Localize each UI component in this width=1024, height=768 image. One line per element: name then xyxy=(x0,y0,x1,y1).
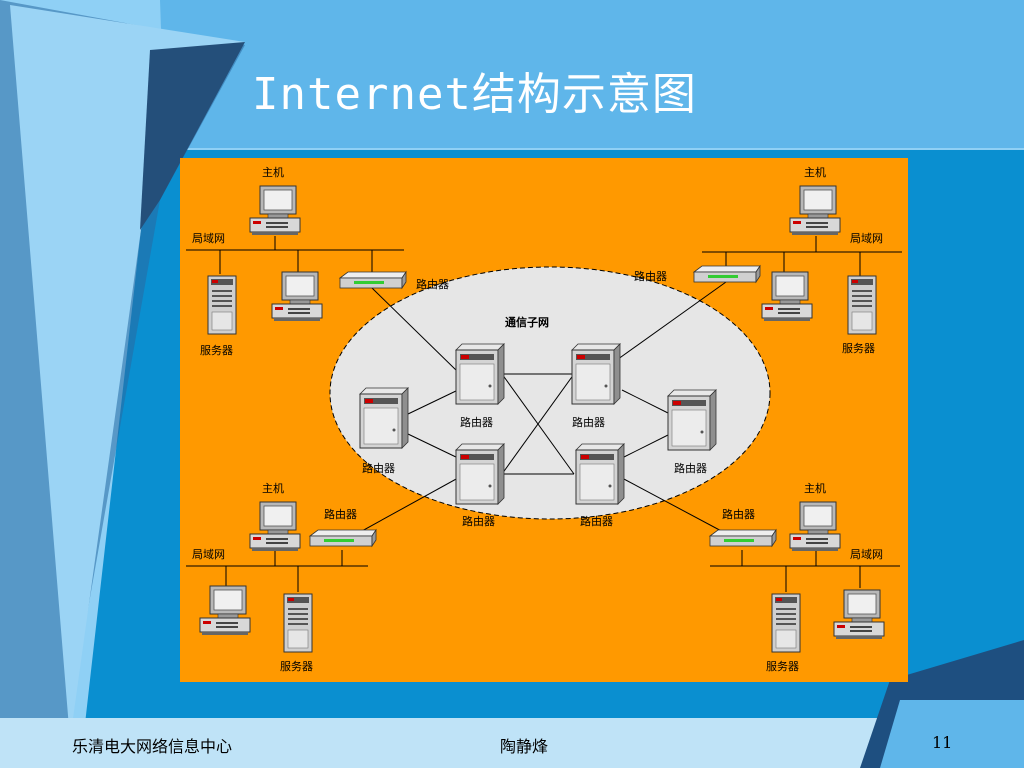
lan-label: 局域网 xyxy=(850,548,883,561)
router-label: 路由器 xyxy=(722,507,755,521)
host-label: 主机 xyxy=(262,165,284,179)
server-icon xyxy=(847,275,877,335)
lan-router-icon xyxy=(709,529,777,547)
subnet-label: 通信子网 xyxy=(505,315,549,329)
lan-label: 局域网 xyxy=(192,232,225,245)
router-label: 路由器 xyxy=(460,415,493,429)
connection-lines xyxy=(186,236,902,592)
host-label: 主机 xyxy=(262,481,284,495)
core-router-icon xyxy=(575,443,625,505)
lan-router-icon xyxy=(693,265,761,283)
footer-organization: 乐清电大网络信息中心 xyxy=(72,737,233,756)
communication-subnet xyxy=(329,266,771,520)
server-label: 服务器 xyxy=(766,660,799,673)
core-router-icon xyxy=(455,343,505,405)
server-label: 服务器 xyxy=(842,342,875,355)
lan-router-icon xyxy=(309,529,377,547)
router-label: 路由器 xyxy=(580,514,613,528)
router-label: 路由器 xyxy=(572,415,605,429)
lan-label: 局域网 xyxy=(192,548,225,561)
router-label: 路由器 xyxy=(324,507,357,521)
host-label: 主机 xyxy=(804,481,826,495)
server-icon xyxy=(283,593,313,653)
server-label: 服务器 xyxy=(200,344,233,357)
core-router-icon xyxy=(359,387,409,449)
router-label: 路由器 xyxy=(462,514,495,528)
slide-title: Internet结构示意图 xyxy=(252,69,697,120)
footer-author: 陶静烽 xyxy=(500,737,549,756)
lan-label: 局域网 xyxy=(850,232,883,245)
server-icon xyxy=(207,275,237,335)
host-label: 主机 xyxy=(804,165,826,179)
core-router-icon xyxy=(455,443,505,505)
server-label: 服务器 xyxy=(280,660,313,673)
router-label: 路由器 xyxy=(416,277,449,291)
router-label: 路由器 xyxy=(674,461,707,475)
router-label: 路由器 xyxy=(634,269,667,283)
server-icon xyxy=(771,593,801,653)
page-number: 11 xyxy=(932,733,953,752)
core-router-icon xyxy=(571,343,621,405)
lan-router-icon xyxy=(339,271,407,289)
internet-structure-diagram: 通信子网 xyxy=(180,158,908,682)
core-router-icon xyxy=(667,389,717,451)
router-label: 路由器 xyxy=(362,461,395,475)
